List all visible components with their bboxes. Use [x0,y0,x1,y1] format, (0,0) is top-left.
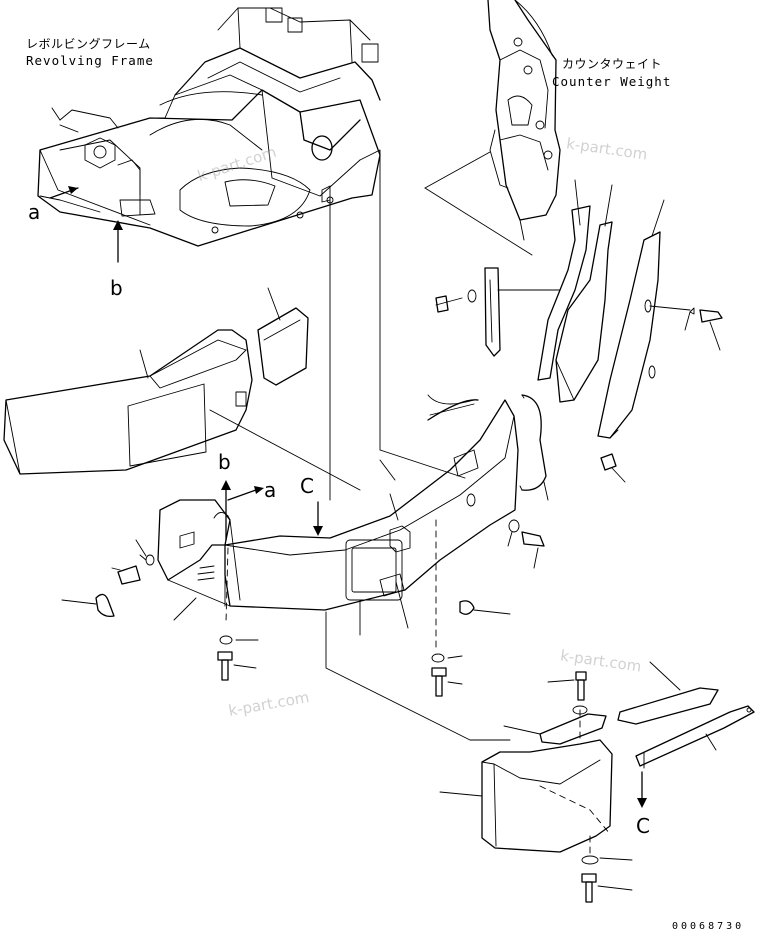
revolving-frame-label-jp: レボルビングフレーム [26,37,151,51]
lower-weight [439,661,755,903]
revolving-frame-label-en: Revolving Frame [26,53,154,68]
ref-letter-c-lower: C [636,814,650,838]
ref-letter-b-weight: b [218,450,231,474]
main-counter-weight [61,394,549,741]
counter-weight-label-en: Counter Weight [552,74,672,89]
ref-letter-b-frame: b [110,276,123,300]
ref-letter-c-weight: C [300,474,314,498]
drawing-number: 00068730 [672,921,745,932]
ref-letter-a-weight: a [264,478,277,502]
side-plates [435,179,723,483]
counter-weight-label-jp: カウンタウェイト [562,57,663,71]
frame-reference-arrows [49,186,123,263]
counter-weight-bracket [424,0,561,256]
ref-letter-a-frame: a [28,200,41,224]
weight-reference-arrows [221,480,323,541]
top-cover [257,287,309,386]
revolving-frame [37,7,466,501]
left-cover [3,329,361,491]
